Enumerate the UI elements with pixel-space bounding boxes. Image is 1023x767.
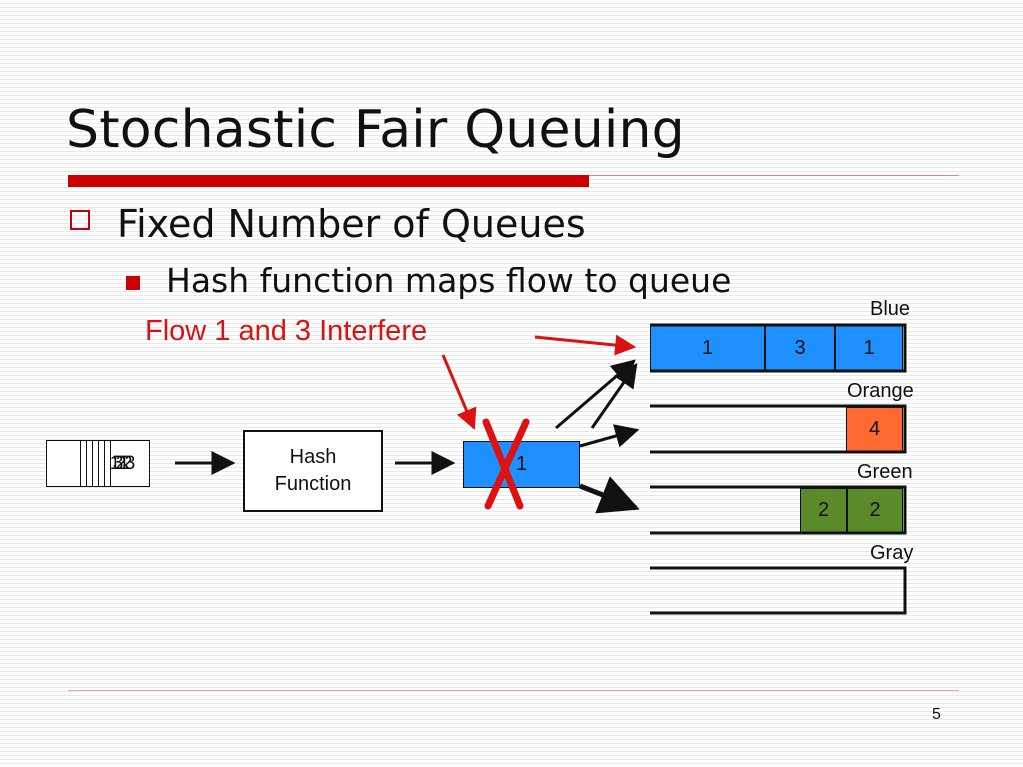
queue-blue-outline [650,323,907,373]
queue-label-green: Green [857,461,913,483]
queue-packet-green: 2 [800,488,847,533]
annotation-arrow-to-hashed [441,354,477,430]
filled-square-bullet-icon [126,276,140,290]
title-underline-bar [68,175,589,187]
bullet-level-2: Hash function maps flow to queue [166,261,732,300]
slide-title: Stochastic Fair Queuing [66,100,685,160]
bullet-level-1: Fixed Number of Queues [117,202,586,246]
hash-box-line1: Hash [289,446,337,468]
incoming-packet: 3 [110,440,150,487]
page-number: 5 [932,706,941,723]
title-underline-thin [589,175,959,176]
hollow-square-bullet-icon [70,210,90,230]
annotation-arrow-to-queue [534,334,637,356]
interference-annotation: Flow 1 and 3 Interfere [145,315,428,347]
hashed-packet: 1 [463,441,580,488]
queue-label-blue: Blue [870,298,911,320]
queue-green-outline [650,485,907,535]
red-x-cross-icon [482,418,530,510]
hash-box-line2: Function [274,473,352,495]
footer-rule [68,690,959,691]
queue-gray-outline [650,566,907,615]
queue-label-gray: Gray [870,542,914,564]
queue-orange-outline [650,404,907,454]
queue-packet-blue: 1 [835,325,903,371]
arrow-to-green-queue [579,476,640,514]
arrow-to-blue-queue [555,359,636,430]
queue-packet-green: 2 [847,488,903,533]
queue-label-orange: Orange [847,380,914,402]
arrow-to-orange-queue [579,424,640,448]
hash-function-box: Hash Function [243,430,383,512]
arrow-to-blue-queue-2 [590,363,638,429]
